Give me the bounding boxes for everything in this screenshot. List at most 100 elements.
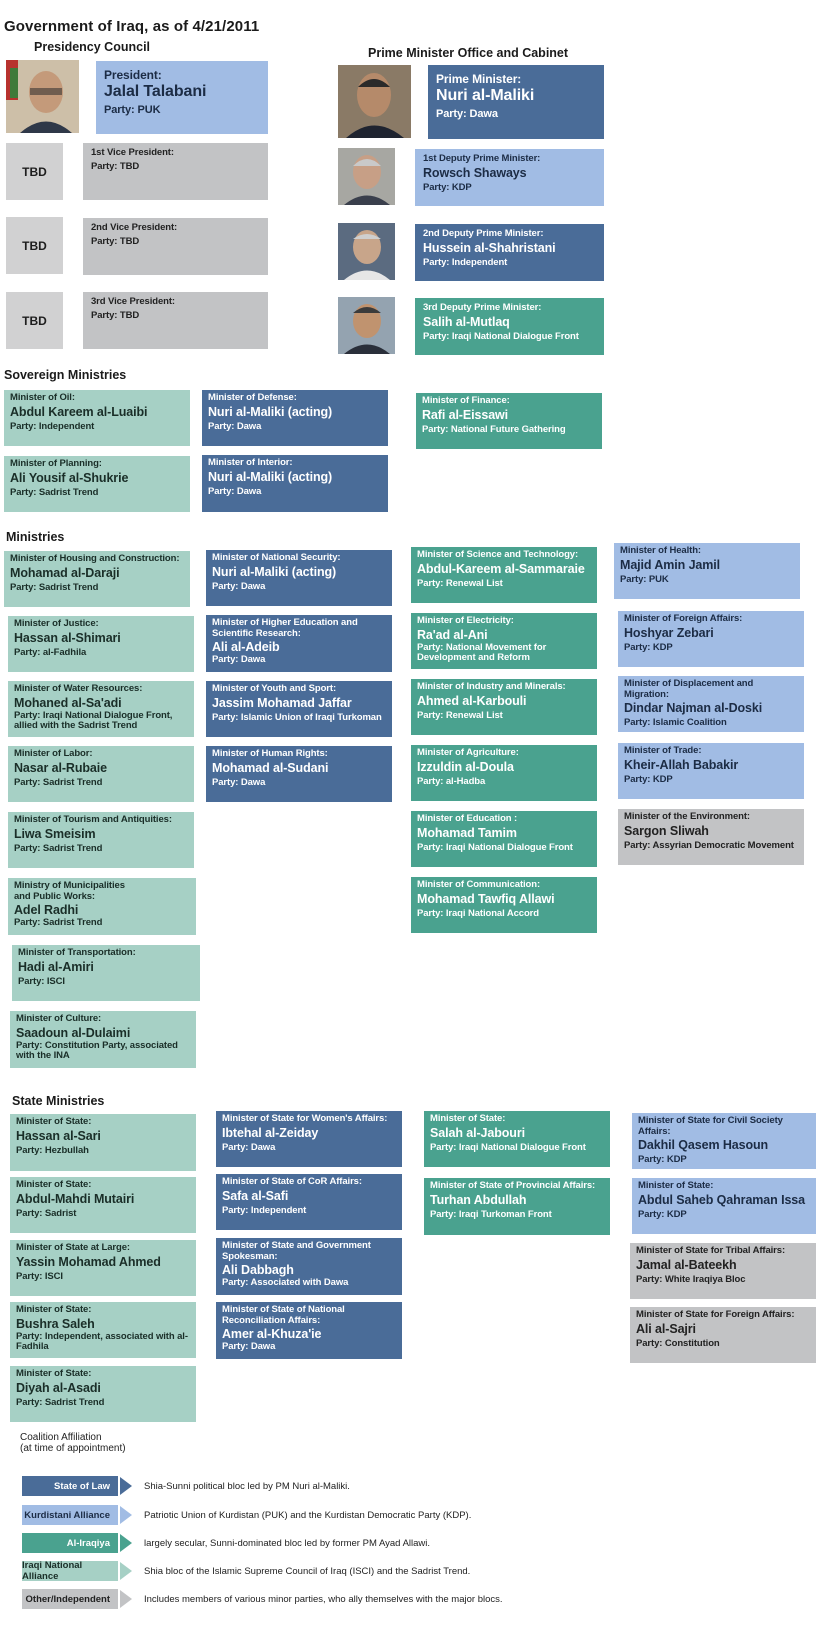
person-name: Ahmed al-Karbouli xyxy=(417,693,527,708)
box-minister-of-state-hassan-al-sari: Minister of State: Hassan al-Sari Party:… xyxy=(10,1114,196,1171)
role-label: Minister of Housing and Construction: xyxy=(10,553,180,564)
legend-title-line2: (at time of appointment) xyxy=(20,1443,126,1454)
party-label: Party: Renewal List xyxy=(417,709,503,721)
person-name: Ali al-Adeib xyxy=(212,640,280,655)
role-label: 3rd Deputy Prime Minister: xyxy=(423,302,542,313)
party-label: Party: KDP xyxy=(638,1154,687,1166)
party-label: Party: Associated with Dawa xyxy=(222,1277,349,1289)
legend-swatch-other-independent: Other/Independent xyxy=(22,1589,118,1609)
box-2nd-vice-president: 2nd Vice President: Party: TBD xyxy=(83,218,268,275)
party-label: Party: Sadrist Trend xyxy=(10,581,99,593)
person-name: Liwa Smeisim xyxy=(14,826,96,841)
role-label: 1st Deputy Prime Minister: xyxy=(423,153,541,164)
legend-arrow-icon xyxy=(120,1590,132,1608)
role-label: Minister of Labor: xyxy=(14,748,93,759)
box-minister-of-human-rights: Minister of Human Rights: Mohamad al-Sud… xyxy=(206,746,392,802)
party-label: Party: ISCI xyxy=(16,1270,63,1282)
person-name: Majid Amin Jamil xyxy=(620,557,721,572)
party-label: Party: al-Hadba xyxy=(417,775,486,787)
party-label: Party: Independent, associated with al-F… xyxy=(16,1330,188,1353)
section-presidency-council: Presidency Council xyxy=(34,40,151,54)
party-label: Party: TBD xyxy=(91,235,140,247)
person-name: Hadi al-Amiri xyxy=(18,959,94,974)
person-name: Mohamad al-Daraji xyxy=(10,565,120,580)
person-name: Diyah al-Asadi xyxy=(16,1380,101,1395)
role-label: Minister of Education : xyxy=(417,813,518,824)
party-label: Party: Assyrian Democratic Movement xyxy=(624,839,794,851)
person-name: Amer al-Khuza'ie xyxy=(222,1327,322,1342)
role-label: Minister of Justice: xyxy=(14,618,99,629)
legend-title-line1: Coalition Affiliation xyxy=(20,1432,102,1443)
role-label: Minister of Higher Education and Scienti… xyxy=(212,617,358,639)
role-label: Minister of Transportation: xyxy=(18,947,136,958)
role-label: Ministry of Municipalities and Public Wo… xyxy=(14,880,125,902)
legend-swatch-iraqi-national-alliance: Iraqi National Alliance xyxy=(22,1560,118,1582)
box-minister-of-industry-and-minerals: Minister of Industry and Minerals: Ahmed… xyxy=(411,679,597,735)
box-minister-of-foreign-affairs: Minister of Foreign Affairs: Hoshyar Zeb… xyxy=(618,611,804,667)
party-label: Party: Islamic Union of Iraqi Turkoman xyxy=(212,711,382,723)
person-name: Mohamad Tamim xyxy=(417,825,517,840)
party-label: Party: al-Fadhila xyxy=(14,646,87,658)
legend-desc-kurdistani-alliance: Patriotic Union of Kurdistan (PUK) and t… xyxy=(144,1510,472,1521)
person-name: Jamal al-Bateekh xyxy=(636,1257,737,1272)
role-label: Minister of State: xyxy=(16,1116,92,1127)
box-minister-of-youth-and-sport: Minister of Youth and Sport: Jassim Moha… xyxy=(206,681,392,737)
box-3rd-vice-president: 3rd Vice President: Party: TBD xyxy=(83,292,268,349)
person-name: Dindar Najman al-Doski xyxy=(624,701,763,716)
person-name: Izzuldin al-Doula xyxy=(417,759,514,774)
person-name: Sargon Sliwah xyxy=(624,823,709,838)
tbd-portrait-1: TBD xyxy=(6,143,63,200)
role-label: 1st Vice President: xyxy=(91,147,174,158)
president-portrait xyxy=(6,60,79,133)
person-name: Rafi al-Eissawi xyxy=(422,407,509,422)
party-label: Party: Dawa xyxy=(212,654,266,666)
person-name: Mohamad Tawfiq Allawi xyxy=(417,891,555,906)
box-minister-of-communication: Minister of Communication: Mohamad Tawfi… xyxy=(411,877,597,933)
person-name: Yassin Mohamad Ahmed xyxy=(16,1254,161,1269)
party-label: Party: Dawa xyxy=(208,420,262,432)
role-label: Prime Minister: xyxy=(436,72,522,86)
role-label: 2nd Deputy Prime Minister: xyxy=(423,228,544,239)
role-label: Minister of Foreign Affairs: xyxy=(624,613,743,624)
box-minister-of-trade: Minister of Trade: Kheir-Allah Babakir P… xyxy=(618,743,804,799)
role-label: Minister of Culture: xyxy=(16,1013,102,1024)
box-minister-of-environment: Minister of the Environment: Sargon Sliw… xyxy=(618,809,804,865)
person-name: Hassan al-Shimari xyxy=(14,630,121,645)
person-name: Dakhil Qasem Hasoun xyxy=(638,1138,769,1153)
party-label: Party: Sadrist Trend xyxy=(14,776,103,788)
chart-title: Government of Iraq, as of 4/21/2011 xyxy=(4,18,260,35)
party-label: Party: Sadrist xyxy=(16,1207,77,1219)
box-minister-of-state-national-reconciliation: Minister of State of National Reconcilia… xyxy=(216,1302,402,1359)
box-minister-of-health: Minister of Health: Majid Amin Jamil Par… xyxy=(614,543,800,599)
legend-arrow-icon xyxy=(120,1506,132,1524)
person-name: Ra'ad al-Ani xyxy=(417,627,488,642)
party-label: Party: PUK xyxy=(620,573,669,585)
box-minister-of-state-provincial-affairs: Minister of State of Provincial Affairs:… xyxy=(424,1178,610,1235)
person-name: Turhan Abdullah xyxy=(430,1192,527,1207)
person-name: Bushra Saleh xyxy=(16,1316,95,1331)
role-label: Minister of State for Civil Society Affa… xyxy=(638,1115,783,1137)
prime-minister-portrait xyxy=(338,65,411,138)
legend-title: Coalition Affiliation (at time of appoin… xyxy=(20,1432,126,1454)
party-label: Party: Islamic Coalition xyxy=(624,717,727,729)
person-name: Nuri al-Maliki (acting) xyxy=(212,564,337,579)
box-minister-of-labor: Minister of Labor: Nasar al-Rubaie Party… xyxy=(8,746,194,802)
person-name: Kheir-Allah Babakir xyxy=(624,757,739,772)
party-label: Party: TBD xyxy=(91,309,140,321)
first-deputy-pm-portrait xyxy=(338,148,395,205)
role-label: Minister of Science and Technology: xyxy=(417,549,579,560)
role-label: Minister of Defense: xyxy=(208,392,297,403)
party-label: Party: Iraqi National Accord xyxy=(417,907,539,919)
party-label: Party: National Movement for Development… xyxy=(417,641,547,664)
role-label: Minister of Tourism and Antiquities: xyxy=(14,814,172,825)
party-label: Party: Constitution xyxy=(636,1337,720,1349)
role-label: Minister of Displacement and Migration: xyxy=(624,678,754,700)
party-label: Party: KDP xyxy=(624,773,673,785)
box-minister-of-state-cor-affairs: Minister of State of CoR Affairs: Safa a… xyxy=(216,1174,402,1230)
role-label: Minister of Oil: xyxy=(10,392,75,403)
party-label: Party: Iraqi National Dialogue Front, al… xyxy=(14,709,173,732)
box-minister-of-state-abdul-mahdi-mutairi: Minister of State: Abdul-Mahdi Mutairi P… xyxy=(10,1177,196,1233)
legend-desc-iraqi-national-alliance: Shia bloc of the Islamic Supreme Council… xyxy=(144,1566,471,1577)
person-name: Abdul-Kareem al-Sammaraie xyxy=(417,561,585,576)
legend-swatch-al-iraqiya: Al-Iraqiya xyxy=(22,1533,118,1553)
